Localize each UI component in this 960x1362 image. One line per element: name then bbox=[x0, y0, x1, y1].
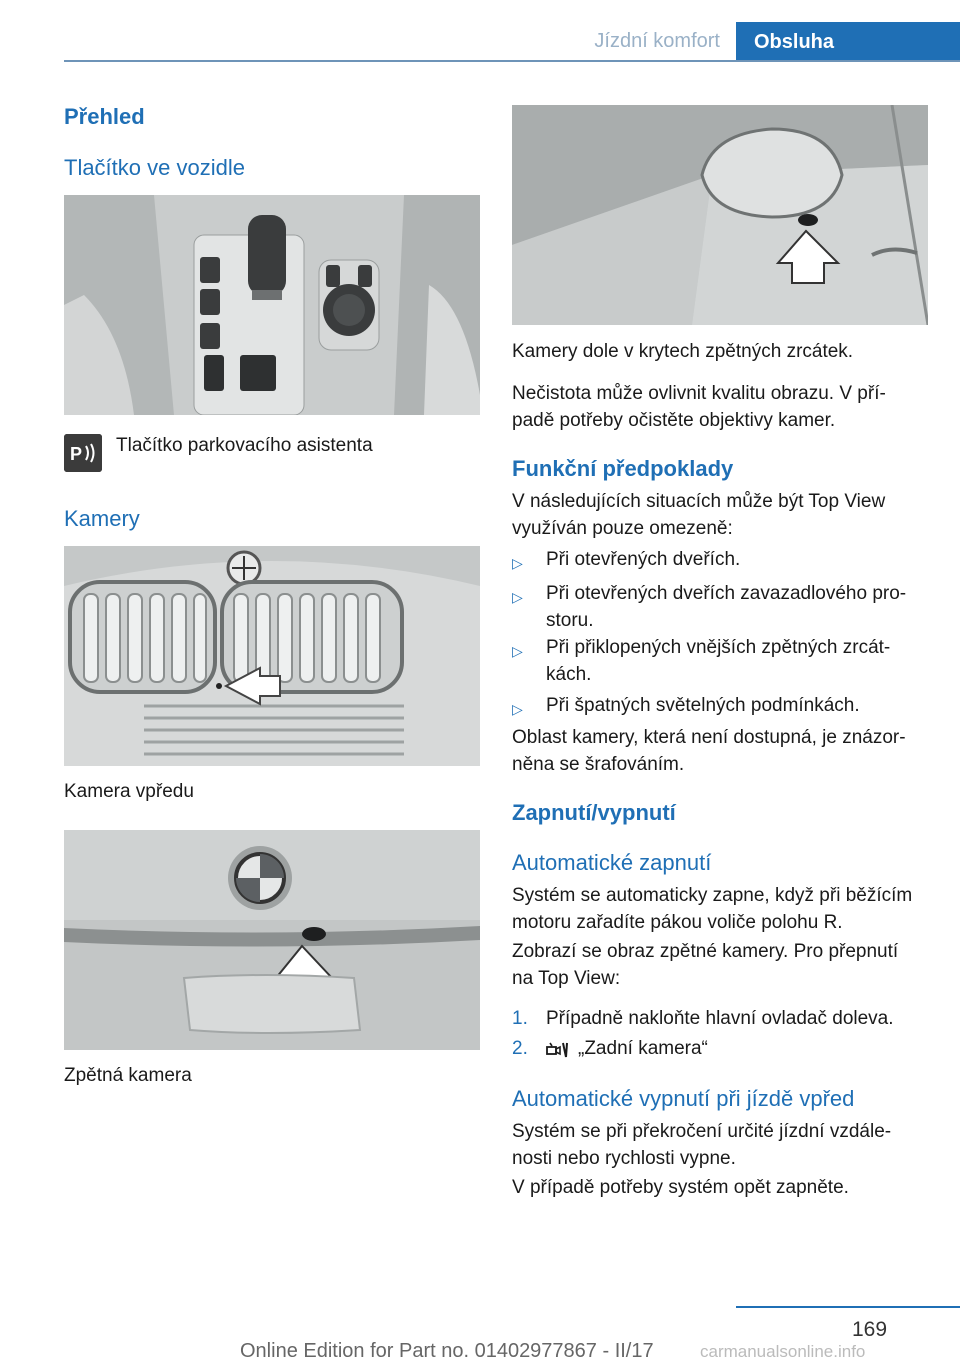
camera-icon bbox=[546, 1037, 570, 1061]
dirt-line-1: Nečistota může ovlivnit kvalitu obrazu. … bbox=[512, 383, 886, 404]
rear-camera-photo bbox=[64, 830, 480, 1050]
svg-text:P: P bbox=[70, 444, 82, 464]
list-item: ▷ Při otevřených dveřích zavazadlového p… bbox=[512, 580, 932, 638]
bullet-marker: ▷ bbox=[512, 701, 523, 717]
bullet-text: Při otevřených dveřích zavazadlového pro… bbox=[546, 583, 907, 604]
step-text: Případně nakloňte hlavní ovladač doleva. bbox=[546, 1008, 894, 1029]
auto-on-line-1: Systém se automaticky zapne, když při bě… bbox=[512, 885, 913, 906]
list-item: ▷ Při špatných světelných podmínkách. bbox=[512, 692, 932, 722]
header-rule bbox=[64, 60, 960, 62]
step-number: 1. bbox=[512, 1008, 528, 1029]
step-item: 1. Případně nakloňte hlavní ovladač dole… bbox=[512, 1005, 932, 1035]
auto-off-line-1: Systém se při překročení určité jízdní v… bbox=[512, 1121, 892, 1142]
heading-kamery: Kamery bbox=[64, 506, 140, 531]
heading-prehled: Přehled bbox=[64, 104, 145, 129]
heading-auto-off: Automatické vypnutí při jízdě vpřed bbox=[512, 1086, 855, 1111]
auto-off-line-3: V případě potřeby systém opět zapněte. bbox=[512, 1177, 849, 1198]
heading-tlacitko: Tlačítko ve vozidle bbox=[64, 155, 245, 180]
auto-off-line-2: nosti nebo rychlosti vypne. bbox=[512, 1148, 736, 1169]
chapter-tab: Obsluha bbox=[736, 22, 960, 62]
display-line-2: na Top View: bbox=[512, 968, 621, 989]
bullet-marker: ▷ bbox=[512, 555, 523, 571]
footer-rule bbox=[736, 1306, 960, 1308]
heading-conditions: Funkční předpoklady bbox=[512, 456, 734, 481]
park-assist-icon: P bbox=[64, 434, 102, 472]
button-caption: Tlačítko parkovacího asistenta bbox=[116, 435, 373, 456]
page-number: 169 bbox=[852, 1318, 888, 1341]
bullet-text: Při přiklopených vnějších zpětných zrcát… bbox=[546, 637, 891, 658]
bullet-marker: ▷ bbox=[512, 589, 523, 605]
bullet-marker: ▷ bbox=[512, 643, 523, 659]
step-text: „Zadní kamera“ bbox=[578, 1038, 708, 1059]
display-line-1: Zobrazí se obraz zpětné kamery. Pro přep… bbox=[512, 941, 899, 962]
heading-auto-on: Automatické zapnutí bbox=[512, 850, 712, 875]
console-photo bbox=[64, 195, 480, 415]
mirror-camera-photo bbox=[512, 105, 928, 325]
bullet-text: Při otevřených dveřích. bbox=[546, 549, 741, 570]
edition-text: Online Edition for Part no. 01402977867 … bbox=[240, 1340, 654, 1362]
dirt-line-2: padě potřeby očistěte objektivy kamer. bbox=[512, 410, 836, 431]
caption-rear-camera: Zpětná kamera bbox=[64, 1065, 192, 1086]
bullet-text-cont: kách. bbox=[546, 664, 592, 685]
list-item: ▷ Při otevřených dveřích. bbox=[512, 546, 932, 576]
bullet-text-cont: storu. bbox=[546, 610, 594, 631]
page-header: Jízdní komfort Obsluha bbox=[0, 0, 960, 62]
section-tab: Jízdní komfort bbox=[594, 30, 720, 52]
bullet-text: Při špatných světelných podmínkách. bbox=[546, 695, 860, 716]
list-item: ▷ Při přiklopených vnějších zpětných zrc… bbox=[512, 634, 932, 692]
area-line-1: Oblast kamery, která není dostupná, je z… bbox=[512, 727, 906, 748]
front-camera-photo bbox=[64, 546, 480, 766]
area-line-2: něna se šrafováním. bbox=[512, 754, 685, 775]
watermark: carmanualsonline.info bbox=[700, 1342, 866, 1361]
conditions-intro-1: V následujících situacích může být Top V… bbox=[512, 491, 886, 512]
step-item: 2. „Zadní kamera“ bbox=[512, 1035, 932, 1065]
auto-on-line-2: motoru zařadíte pákou voliče polohu R. bbox=[512, 912, 843, 933]
heading-on-off: Zapnutí/vypnutí bbox=[512, 800, 676, 825]
caption-mirror-camera: Kamery dole v krytech zpětných zrcátek. bbox=[512, 341, 854, 362]
step-number: 2. bbox=[512, 1038, 528, 1059]
conditions-intro-2: využíván pouze omezeně: bbox=[512, 518, 733, 539]
caption-front-camera: Kamera vpředu bbox=[64, 781, 194, 802]
button-caption-row: P Tlačítko parkovacího asistenta bbox=[64, 432, 480, 476]
